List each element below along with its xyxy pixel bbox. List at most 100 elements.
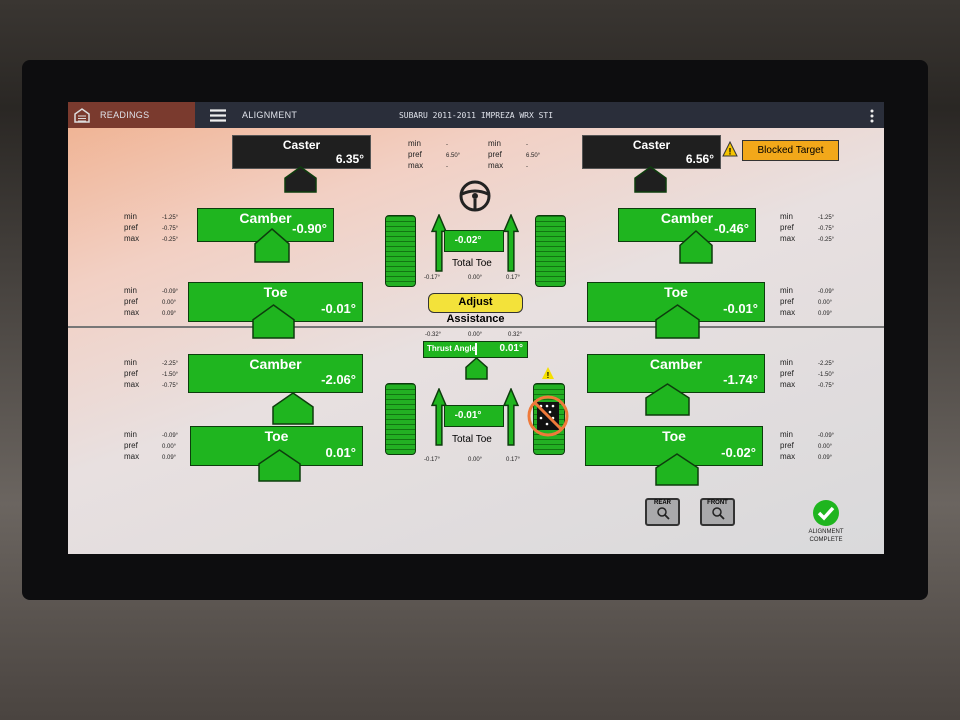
front-camber-left-value: -0.90° bbox=[292, 221, 327, 236]
caster-specs-right-max-value: - bbox=[526, 164, 528, 170]
rear-toe-left-specs-max-value: 0.09° bbox=[162, 455, 177, 461]
caster-specs-right-min-value: - bbox=[526, 142, 528, 148]
rear-toe-left-value: 0.01° bbox=[325, 445, 356, 460]
rear-toe-right-specs-max-label: max bbox=[780, 452, 796, 461]
thrust-angle-label: Thrust Angle bbox=[427, 344, 477, 353]
rear-toe-left-specs-pref-value: 0.00° bbox=[162, 444, 177, 450]
rear-camber-left-specs-pref-value: -1.50° bbox=[162, 372, 179, 378]
blocked-target-icon bbox=[526, 393, 572, 439]
hamburger-icon[interactable] bbox=[210, 109, 226, 122]
magnify-icon bbox=[702, 506, 733, 522]
caster-specs-left-max-label: max bbox=[408, 161, 424, 170]
top-bar: READINGS ALIGNMENT SUBARU 2011-2011 IMPR… bbox=[68, 102, 884, 128]
caster-left-label: Caster bbox=[282, 138, 321, 152]
front-total-toe-max: 0.17° bbox=[506, 275, 521, 281]
rear-left-tire-icon bbox=[385, 383, 416, 455]
rear-camber-left-specs-min-value: -2.25° bbox=[162, 361, 179, 367]
front-toe-left-specs-min-label: min bbox=[124, 286, 137, 295]
rear-camber-right[interactable]: Camber-1.74° bbox=[587, 354, 765, 393]
tab-readings[interactable]: READINGS bbox=[68, 102, 195, 128]
rear-camber-left[interactable]: Camber-2.06° bbox=[188, 354, 363, 393]
front-toe-right-specs-pref-value: 0.00° bbox=[818, 300, 833, 306]
front-toe-left-specs-min-value: -0.09° bbox=[162, 289, 179, 295]
front-toe-right-specs-pref-label: pref bbox=[780, 297, 794, 306]
caster-right-value: 6.56° bbox=[685, 152, 714, 166]
rear-camber-right-specs-max-value: -0.75° bbox=[818, 383, 835, 389]
garage-icon bbox=[74, 108, 90, 123]
rear-toe-left-specs-min-value: -0.09° bbox=[162, 433, 179, 439]
alignment-screen: READINGS ALIGNMENT SUBARU 2011-2011 IMPR… bbox=[68, 102, 884, 554]
rear-camber-right-label: Camber bbox=[649, 356, 703, 372]
rear-camber-left-specs-max-label: max bbox=[124, 380, 140, 389]
rear-toe-right-pointer bbox=[655, 453, 699, 486]
alignment-complete-line2: COMPLETE bbox=[809, 537, 843, 543]
front-total-toe-box[interactable]: -0.02° bbox=[444, 230, 504, 252]
front-camber-left-specs-min-value: -1.25° bbox=[162, 215, 179, 221]
rear-total-toe-box[interactable]: -0.01° bbox=[444, 405, 504, 427]
tab-alignment[interactable]: ALIGNMENT bbox=[242, 110, 298, 120]
front-camber-left-specs-max-value: -0.25° bbox=[162, 237, 179, 243]
thrust-angle-pref: 0.00° bbox=[468, 332, 483, 338]
adjust-assistance-button[interactable]: Adjust Assistance bbox=[428, 293, 523, 325]
front-rear-divider bbox=[68, 326, 884, 328]
rear-toe-left-specs-pref-label: pref bbox=[124, 441, 138, 450]
front-camber-left-specs-pref-label: pref bbox=[124, 223, 138, 232]
front-camber-right-pointer bbox=[679, 230, 713, 264]
rear-total-toe-max: 0.17° bbox=[506, 457, 521, 463]
thrust-angle-pointer bbox=[465, 357, 488, 380]
rear-total-toe-value: -0.01° bbox=[454, 410, 482, 421]
thrust-angle-value: 0.01° bbox=[499, 343, 523, 354]
front-zoom-button[interactable]: FRONT bbox=[700, 498, 735, 526]
front-total-toe-value: -0.02° bbox=[454, 235, 482, 246]
rear-camber-right-specs-max-label: max bbox=[780, 380, 796, 389]
rear-toe-left-specs-max-label: max bbox=[124, 452, 140, 461]
front-camber-right-label: Camber bbox=[660, 210, 714, 226]
front-camber-left-specs: min-1.25°pref-0.75°max-0.25° bbox=[124, 211, 194, 245]
front-toe-left-specs-max-value: 0.09° bbox=[162, 311, 177, 317]
front-camber-left[interactable]: Camber-0.90° bbox=[197, 208, 334, 242]
thrust-angle-marker bbox=[475, 343, 477, 355]
front-toe-left-pointer bbox=[252, 304, 295, 339]
caster-right-label: Caster bbox=[632, 138, 671, 152]
rear-camber-left-specs-min-label: min bbox=[124, 358, 137, 367]
rear-camber-left-specs-max-value: -0.75° bbox=[162, 383, 179, 389]
rear-camber-right-pointer bbox=[645, 383, 690, 416]
blocked-target-button[interactable]: Blocked Target bbox=[742, 140, 839, 161]
caster-specs-left-min-value: - bbox=[446, 142, 448, 148]
front-camber-left-pointer bbox=[254, 228, 290, 263]
front-camber-right-specs-max-label: max bbox=[780, 234, 796, 243]
front-camber-right-specs-pref-label: pref bbox=[780, 223, 794, 232]
front-toe-left-specs-max-label: max bbox=[124, 308, 140, 317]
thrust-angle-max: 0.32° bbox=[508, 332, 523, 338]
rear-toe-right-specs-min-label: min bbox=[780, 430, 793, 439]
rear-toe-right-label: Toe bbox=[662, 428, 686, 444]
front-camber-left-specs-min-label: min bbox=[124, 212, 137, 221]
svg-text:!: ! bbox=[729, 147, 732, 157]
front-total-toe-min: -0.17° bbox=[424, 275, 441, 281]
rear-zoom-button[interactable]: REAR bbox=[645, 498, 680, 526]
front-camber-right[interactable]: Camber-0.46° bbox=[618, 208, 756, 242]
front-camber-left-specs-max-label: max bbox=[124, 234, 140, 243]
rear-right-toe-arrow bbox=[503, 388, 519, 446]
front-right-toe-arrow bbox=[503, 214, 519, 272]
alignment-complete-check-icon bbox=[812, 499, 840, 527]
front-toe-left-specs-pref-value: 0.00° bbox=[162, 300, 177, 306]
front-camber-right-specs: min-1.25°pref-0.75°max-0.25° bbox=[780, 211, 850, 245]
front-toe-right-specs-min-value: -0.09° bbox=[818, 289, 835, 295]
rear-toe-right-specs-pref-value: 0.00° bbox=[818, 444, 833, 450]
thrust-angle-bar[interactable]: Thrust Angle 0.01° bbox=[423, 341, 528, 358]
rear-toe-right-specs-max-value: 0.09° bbox=[818, 455, 833, 461]
rear-warning-icon: ! bbox=[541, 366, 555, 380]
tab-readings-label: READINGS bbox=[100, 110, 150, 120]
caster-right[interactable]: Caster 6.56° bbox=[582, 135, 721, 169]
vehicle-title: SUBARU 2011-2011 IMPREZA WRX STI bbox=[398, 111, 554, 120]
rear-toe-left-pointer bbox=[258, 449, 301, 482]
svg-text:!: ! bbox=[547, 371, 550, 380]
kebab-menu-icon[interactable] bbox=[870, 109, 874, 123]
front-left-tire-icon bbox=[385, 215, 416, 287]
rear-camber-right-specs-min-value: -2.25° bbox=[818, 361, 835, 367]
front-total-toe-label: Total Toe bbox=[452, 258, 492, 269]
